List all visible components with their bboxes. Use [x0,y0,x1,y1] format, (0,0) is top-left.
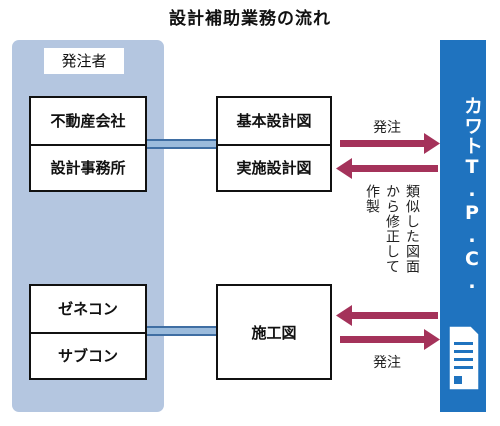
arrow-order-bottom [340,336,426,343]
order-label-bottom: 発注 [373,355,401,371]
connector-bottom [147,326,217,336]
arrow-return-top-head [336,158,352,179]
drawings-box-top: 基本設計図 実施設計図 [216,96,332,192]
detailed-design-drawing: 実施設計図 [236,159,312,177]
note-col1: 類似した図面 [404,184,420,274]
arrow-order-bottom-head [424,329,440,350]
company-name: カワトT.P.C. [461,96,483,294]
client-general-contractor: ゼネコン [58,300,118,318]
arrow-return-bottom [350,312,438,319]
construction-drawing-box: 施工図 [216,284,332,380]
arrow-return-top [350,165,438,172]
note-col3: 作製 [364,184,380,214]
note-col2: から修正して [384,184,400,274]
arrow-order-top-head [424,133,440,154]
order-label-top: 発注 [373,120,401,136]
connector-top [147,139,217,149]
client-box-top-divider [31,144,145,146]
basic-design-drawing: 基本設計図 [236,112,312,130]
diagram-title: 設計補助業務の流れ [169,9,331,29]
client-box-top: 不動産会社 設計事務所 [29,96,147,192]
client-subcontractor: サブコン [57,347,118,365]
arrow-order-top [340,140,426,147]
client-box-bottom-divider [31,332,145,334]
client-chip: 発注者 [44,48,124,74]
arrow-return-bottom-head [336,305,352,326]
document-icon [448,325,480,391]
construction-drawing: 施工図 [251,324,297,342]
client-design-office: 設計事務所 [50,159,126,177]
client-box-bottom: ゼネコン サブコン [29,284,147,380]
drawings-box-top-divider [218,144,330,146]
client-realestate: 不動産会社 [50,112,126,130]
